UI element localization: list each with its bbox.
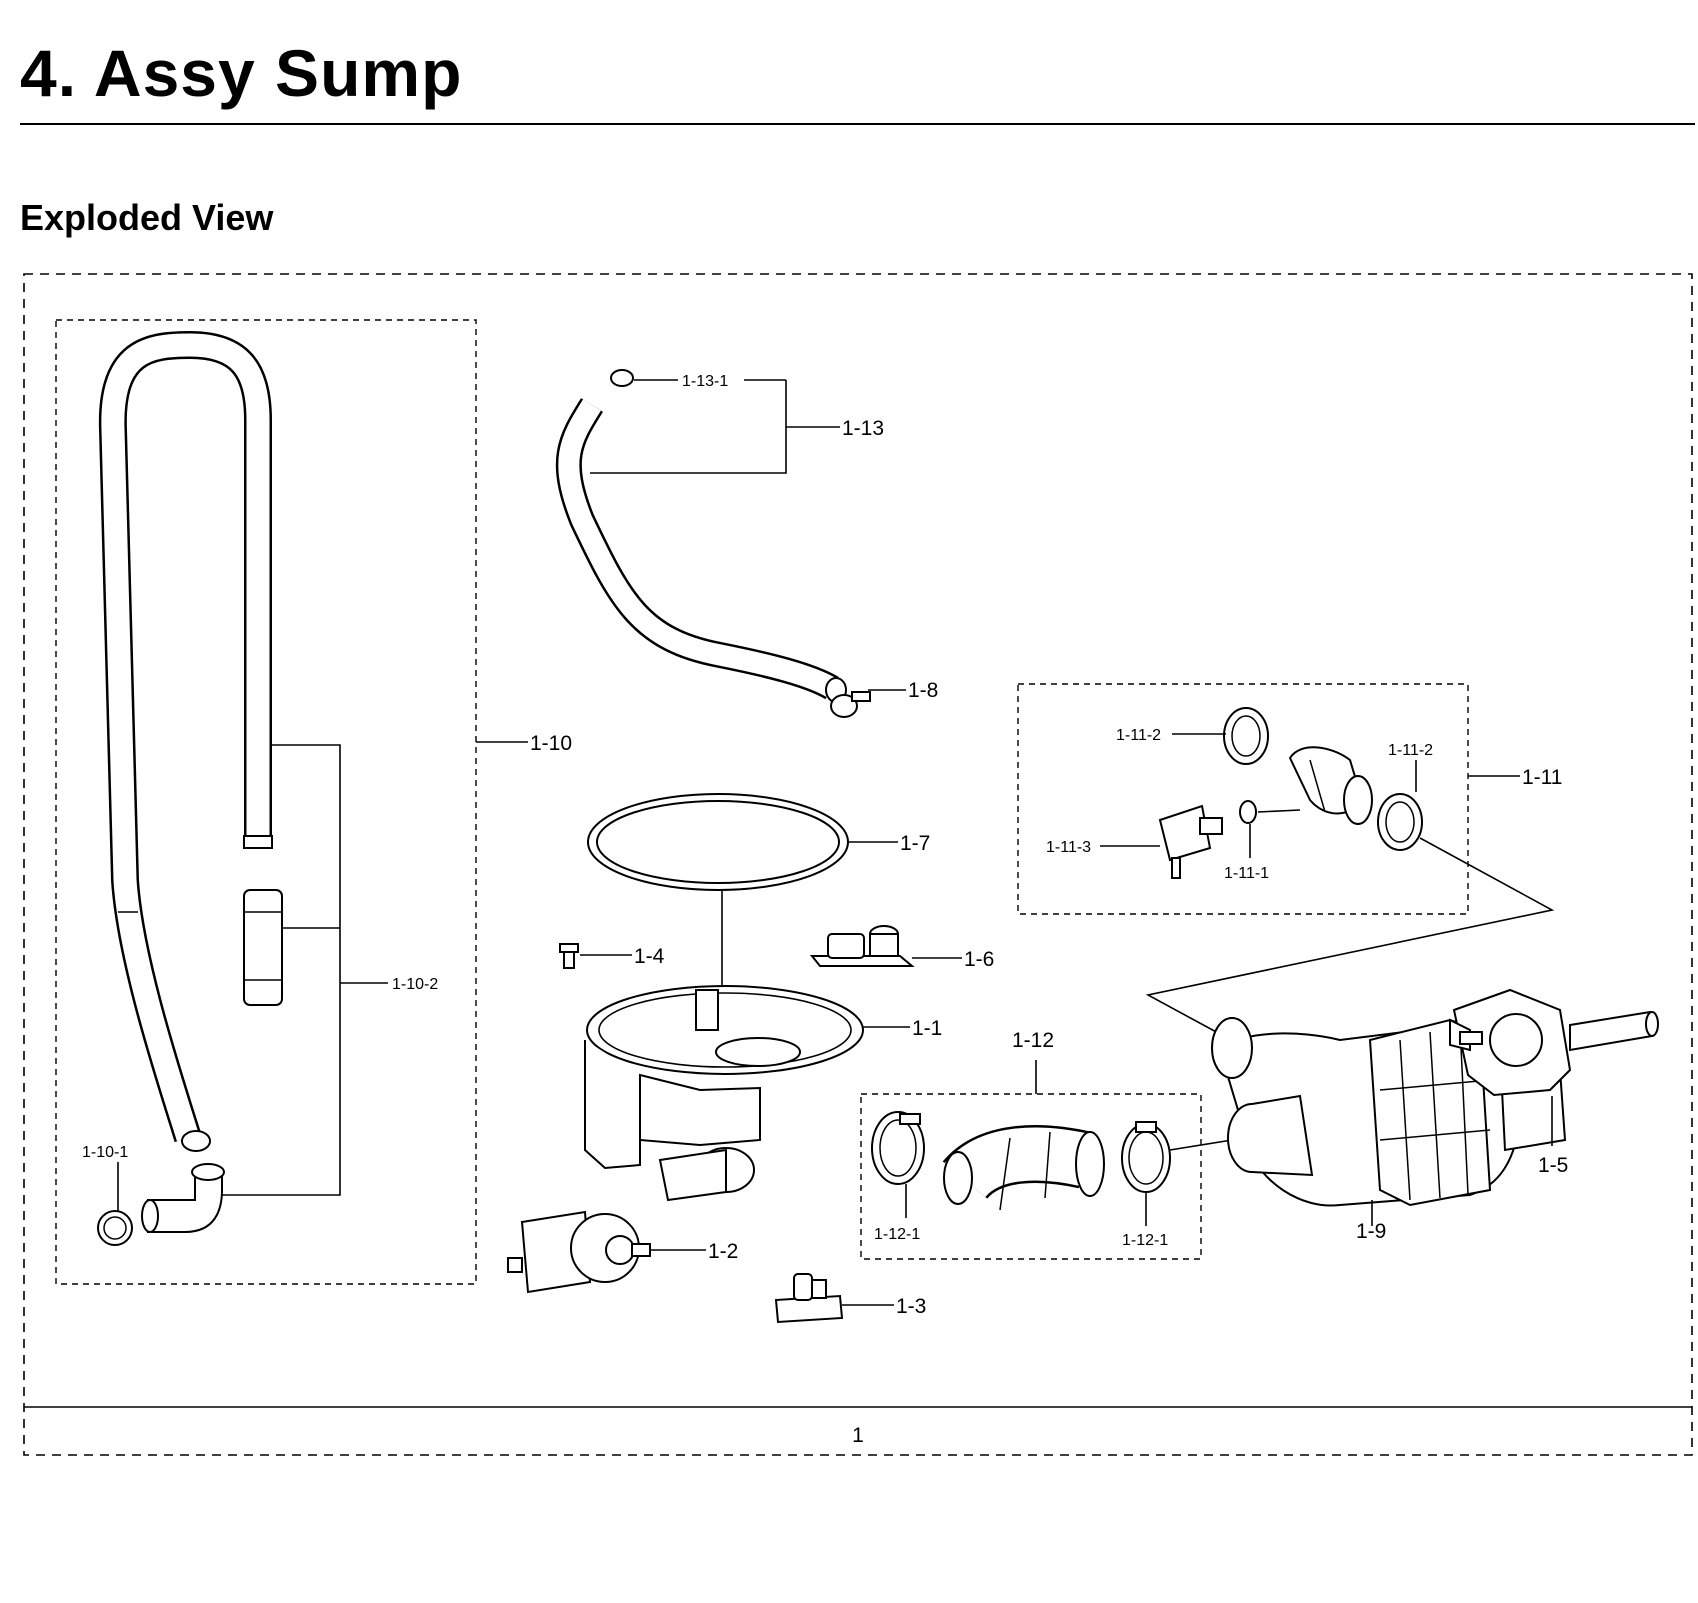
label-1-1: 1-1	[912, 1017, 942, 1040]
group-box-1-11	[1017, 683, 1469, 915]
valve-1-11-3	[1158, 804, 1223, 879]
hose-clamp-1-8	[830, 691, 871, 718]
label-1-11-2-right: 1-11-2	[1388, 742, 1433, 759]
leaders-1-12	[905, 1060, 1233, 1226]
hose-clamp-1-12-1-right	[1121, 1121, 1171, 1193]
circulation-pump-1-9	[1211, 1017, 1567, 1226]
label-1-13: 1-13	[842, 417, 884, 440]
sump-housing-1-1	[584, 985, 910, 1202]
label-1-11-2-left: 1-11-2	[1116, 727, 1161, 744]
drain-hose-1-10	[98, 330, 273, 1152]
label-1-8: 1-8	[908, 679, 938, 702]
o-ring-1-11-1	[1239, 800, 1257, 824]
label-1-5: 1-5	[1538, 1154, 1568, 1177]
group-box-1-10	[55, 319, 477, 1285]
label-1-10-1: 1-10-1	[82, 1144, 128, 1161]
hose-clip-1-13-1	[610, 369, 634, 387]
drain-pump-1-2	[507, 1210, 706, 1294]
label-1-11-3: 1-11-3	[1046, 839, 1091, 856]
inlet-fitting-1-11	[1288, 746, 1373, 825]
label-1-3: 1-3	[896, 1295, 926, 1318]
hose-1-13	[555, 398, 847, 703]
label-1-12: 1-12	[1012, 1029, 1054, 1052]
bracket-1-6	[809, 925, 962, 967]
label-1-12-1-right: 1-12-1	[1122, 1232, 1168, 1249]
elbow-hose-1-12	[942, 1125, 1105, 1211]
heater-mount-1-5	[1449, 988, 1659, 1146]
label-1-6: 1-6	[964, 948, 994, 971]
label-1-13-1: 1-13-1	[682, 373, 728, 390]
label-1-9: 1-9	[1356, 1220, 1386, 1243]
hose-clamp-1-12-1-left	[871, 1111, 925, 1185]
label-1-10: 1-10	[530, 732, 572, 755]
page-title: 4. Assy Sump	[20, 36, 463, 110]
group-box-1-12	[860, 1093, 1202, 1260]
label-1-11: 1-11	[1522, 766, 1562, 789]
leaders-1-11	[1100, 733, 1555, 1035]
hose-clamp-1-11-2-left	[1223, 707, 1269, 765]
label-1-11-1: 1-11-1	[1224, 865, 1269, 882]
leaders-1-13	[590, 379, 906, 691]
label-1-12-1-left: 1-12-1	[874, 1226, 920, 1243]
assembly-number-label: 1	[852, 1424, 864, 1447]
elbow-connector-1-10-2	[141, 1163, 225, 1233]
sensor-1-3	[774, 1273, 894, 1324]
leaders-1-10	[117, 741, 528, 1212]
label-1-7: 1-7	[900, 832, 930, 855]
hose-clamp-1-10-1	[97, 1210, 133, 1246]
hose-connector-1-10-2	[243, 889, 283, 1006]
label-1-2: 1-2	[708, 1240, 738, 1263]
hose-clamp-1-11-2-right	[1377, 793, 1423, 851]
section-subtitle: Exploded View	[20, 197, 274, 238]
title-underline	[20, 123, 1695, 125]
screw-1-4	[559, 943, 632, 969]
label-1-10-2: 1-10-2	[392, 976, 438, 993]
outer-dashed-frame	[23, 273, 1693, 1456]
label-1-4: 1-4	[634, 945, 665, 968]
